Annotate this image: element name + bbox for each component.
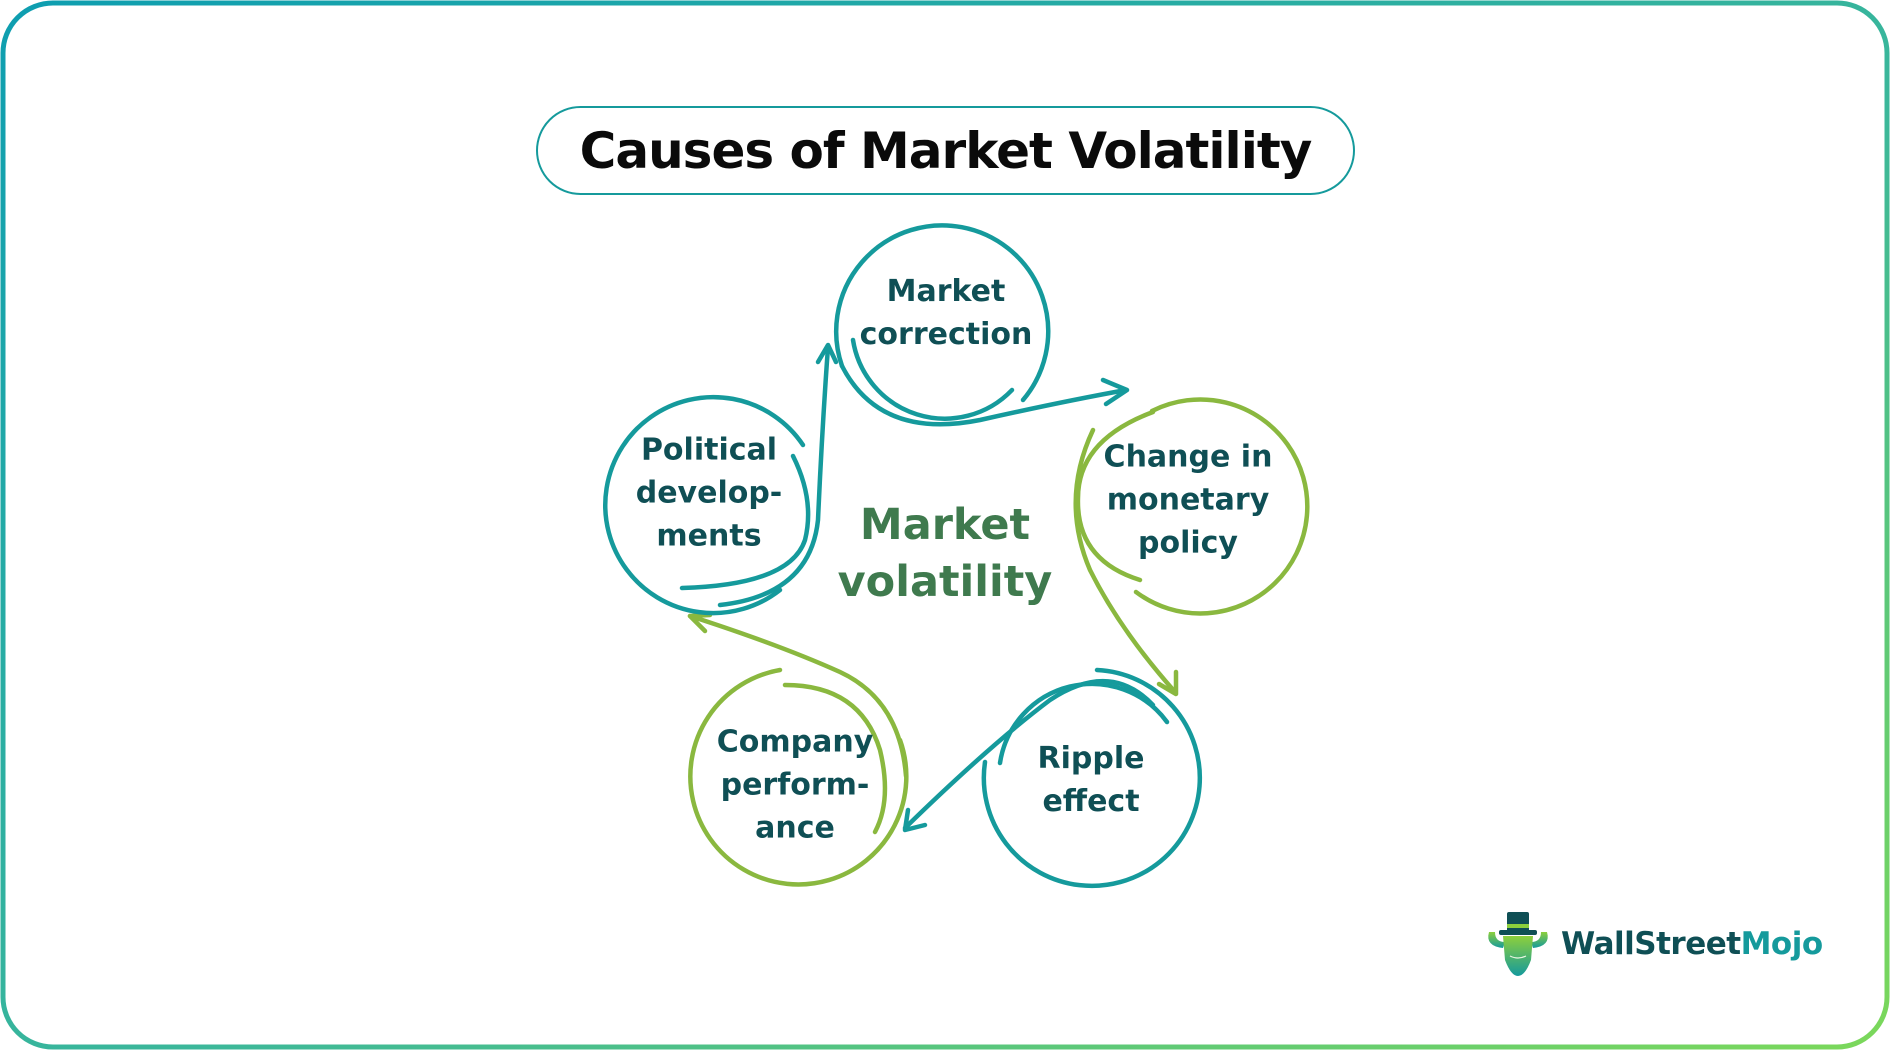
node-circle-political-developments	[603, 342, 839, 616]
node-label-line: Company	[716, 724, 874, 760]
node-label-line: ance	[755, 810, 835, 846]
node-circle-company-performance	[687, 612, 909, 887]
center-label: Market volatility	[815, 497, 1075, 611]
node-label-line: Market	[886, 274, 1006, 309]
node-label-line: correction	[859, 317, 1033, 352]
bull-mascot-icon	[1488, 912, 1548, 976]
node-circle-market-correction	[833, 223, 1130, 427]
center-label-line: volatility	[837, 557, 1053, 607]
wallstreetmojo-logo: WallStreetMojo	[1483, 910, 1823, 978]
logo-wordmark: WallStreetMojo	[1561, 926, 1823, 962]
node-circle-ripple-effect	[902, 667, 1203, 889]
node-label-line: perform-	[720, 767, 870, 803]
node-label-line: policy	[1138, 525, 1238, 561]
node-label-line: Ripple	[1037, 741, 1145, 776]
node-circle-monetary-policy	[1073, 397, 1310, 697]
logo-text-wallstreet: WallStreet	[1561, 926, 1741, 962]
logo-text-mojo: Mojo	[1740, 926, 1824, 962]
node-label-line: Political	[640, 432, 778, 468]
node-label-line: develop-	[635, 475, 783, 511]
node-ripple-effect: Ripple effect	[991, 737, 1191, 823]
node-label-line: monetary	[1106, 482, 1270, 518]
center-label-line: Market	[859, 500, 1031, 550]
node-company-performance: Company perform- ance	[695, 721, 895, 850]
node-label-line: ments	[656, 518, 762, 554]
page-title: Causes of Market Volatility	[579, 121, 1313, 180]
node-change-in-monetary-policy: Change in monetary policy	[1088, 436, 1288, 565]
node-political-developments: Political develop- ments	[609, 429, 809, 558]
node-label-line: Change in	[1103, 439, 1273, 475]
title-pill: Causes of Market Volatility	[536, 106, 1355, 195]
node-label-line: effect	[1042, 784, 1140, 819]
node-market-correction: Market correction	[846, 270, 1046, 356]
